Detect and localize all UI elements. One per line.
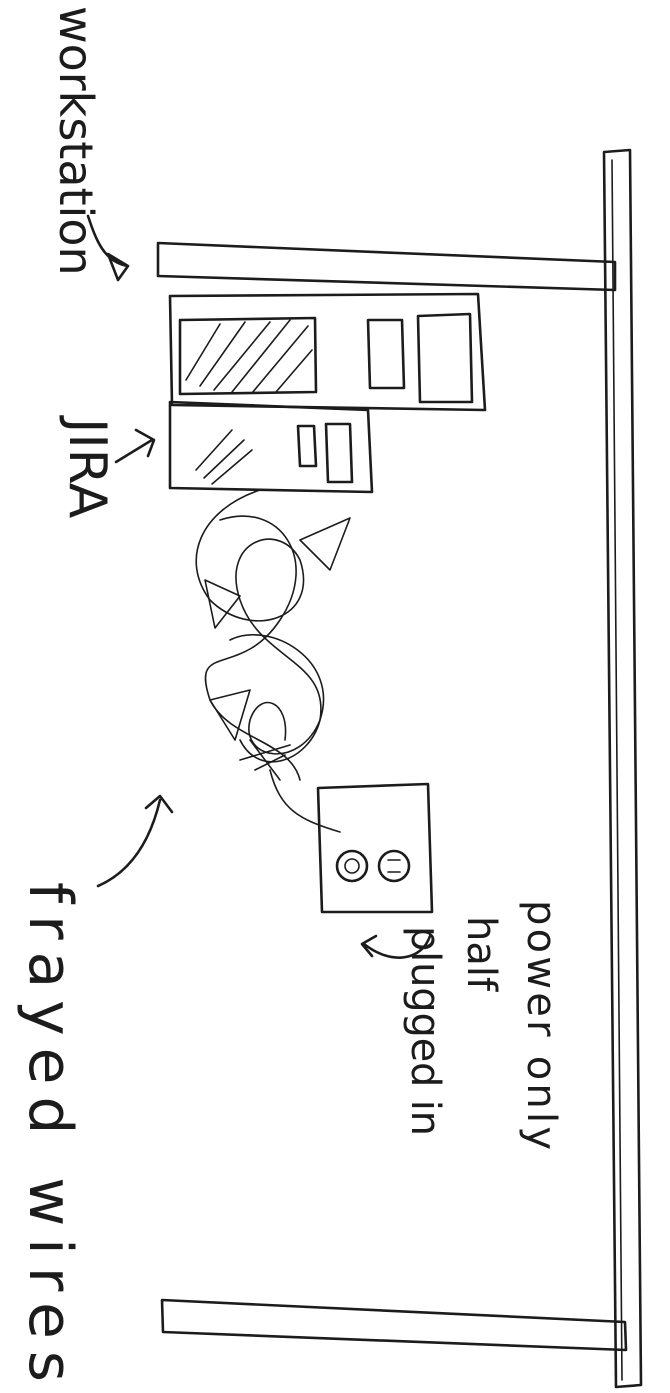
desk-top-outer (604, 150, 641, 1387)
label-workstation: workstation (49, 6, 103, 276)
wire-tangle-2 (205, 516, 300, 780)
tangled-wires (196, 490, 350, 832)
outlet-socket-1-plug (345, 859, 359, 873)
power-outlet (318, 784, 432, 912)
label-power-group: power only half plugged in (402, 900, 564, 1150)
outlet-plate (318, 784, 432, 912)
arrow-frayed (98, 796, 172, 886)
label-workstation-group: workstation (49, 6, 103, 276)
workstation-computer (170, 294, 485, 410)
arrow-jira (116, 430, 154, 462)
desk (158, 150, 641, 1387)
workstation-screen-hatching (186, 320, 312, 393)
label-jira-group: JIRA (57, 415, 117, 519)
label-power-line2: half (458, 916, 504, 992)
label-power-line3: plugged in (402, 926, 448, 1136)
label-frayed-wires-group: frayed wires (15, 882, 85, 1382)
wire-to-outlet (270, 770, 340, 832)
jira-server (170, 402, 372, 492)
workstation-drive-2 (418, 314, 472, 402)
jira-drive-2 (326, 424, 352, 482)
jira-screen-marks (196, 430, 252, 484)
label-power-line1: power only (518, 900, 564, 1150)
arrows (88, 216, 430, 958)
outlet-socket-2 (379, 851, 409, 881)
desk-leg-top (158, 243, 615, 290)
label-frayed-wires: frayed wires (15, 882, 85, 1382)
label-jira: JIRA (57, 415, 117, 519)
outlet-socket-1 (337, 851, 367, 881)
jira-drive-1 (298, 426, 316, 466)
workstation-drive-1 (368, 320, 404, 388)
desk-leg-bottom (162, 1300, 626, 1350)
outlet-socket-2-slots (388, 860, 400, 872)
jira-case (170, 402, 372, 492)
